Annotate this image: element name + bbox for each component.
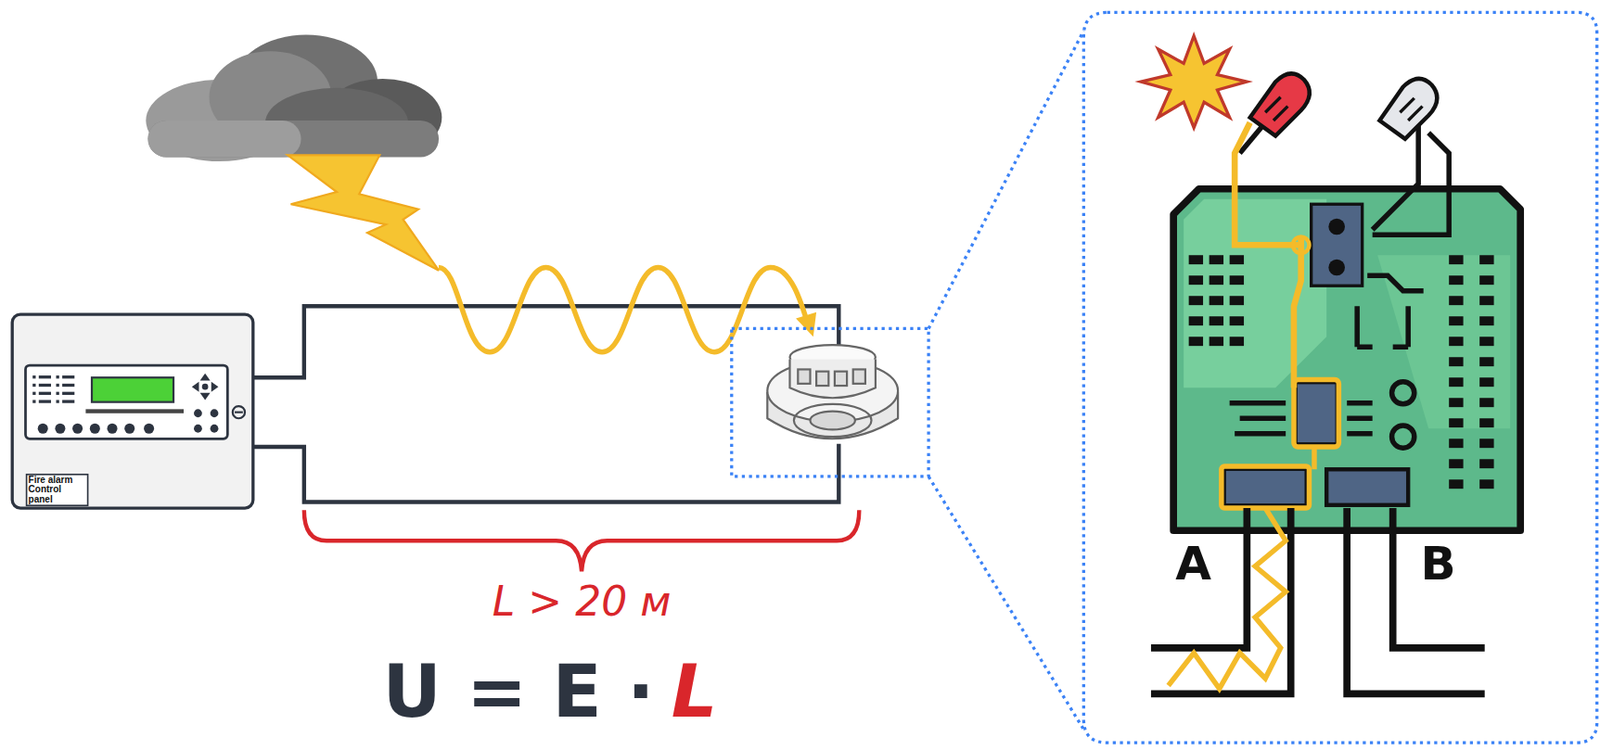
surge-zigzag	[1168, 508, 1287, 690]
pin-label: B	[1420, 538, 1456, 590]
storm-cloud	[145, 35, 442, 162]
pin-legs	[1151, 508, 1485, 694]
length-label: L > 20 м	[492, 579, 672, 625]
length-bracket	[304, 510, 859, 572]
formula-length: L	[671, 652, 718, 733]
wave-arrowhead	[795, 312, 817, 337]
grey-led	[1372, 78, 1450, 235]
red-led	[1240, 73, 1310, 154]
surge-path	[1234, 122, 1302, 388]
lightning-bolt	[287, 154, 439, 270]
spark-star	[1140, 36, 1247, 128]
loop-wire	[253, 306, 839, 502]
zoom-frame	[731, 12, 1598, 743]
panel-label-box: Fire alarm Control panel	[26, 474, 89, 507]
induced-wave	[438, 267, 809, 352]
pin-label: A	[1175, 538, 1212, 590]
fire-alarm-panel	[12, 314, 254, 509]
formula-text: U = E ·	[383, 652, 655, 733]
panel-label-text: Fire alarm Control panel	[28, 475, 87, 506]
detector-board	[1173, 189, 1521, 532]
smoke-detector	[767, 345, 898, 439]
